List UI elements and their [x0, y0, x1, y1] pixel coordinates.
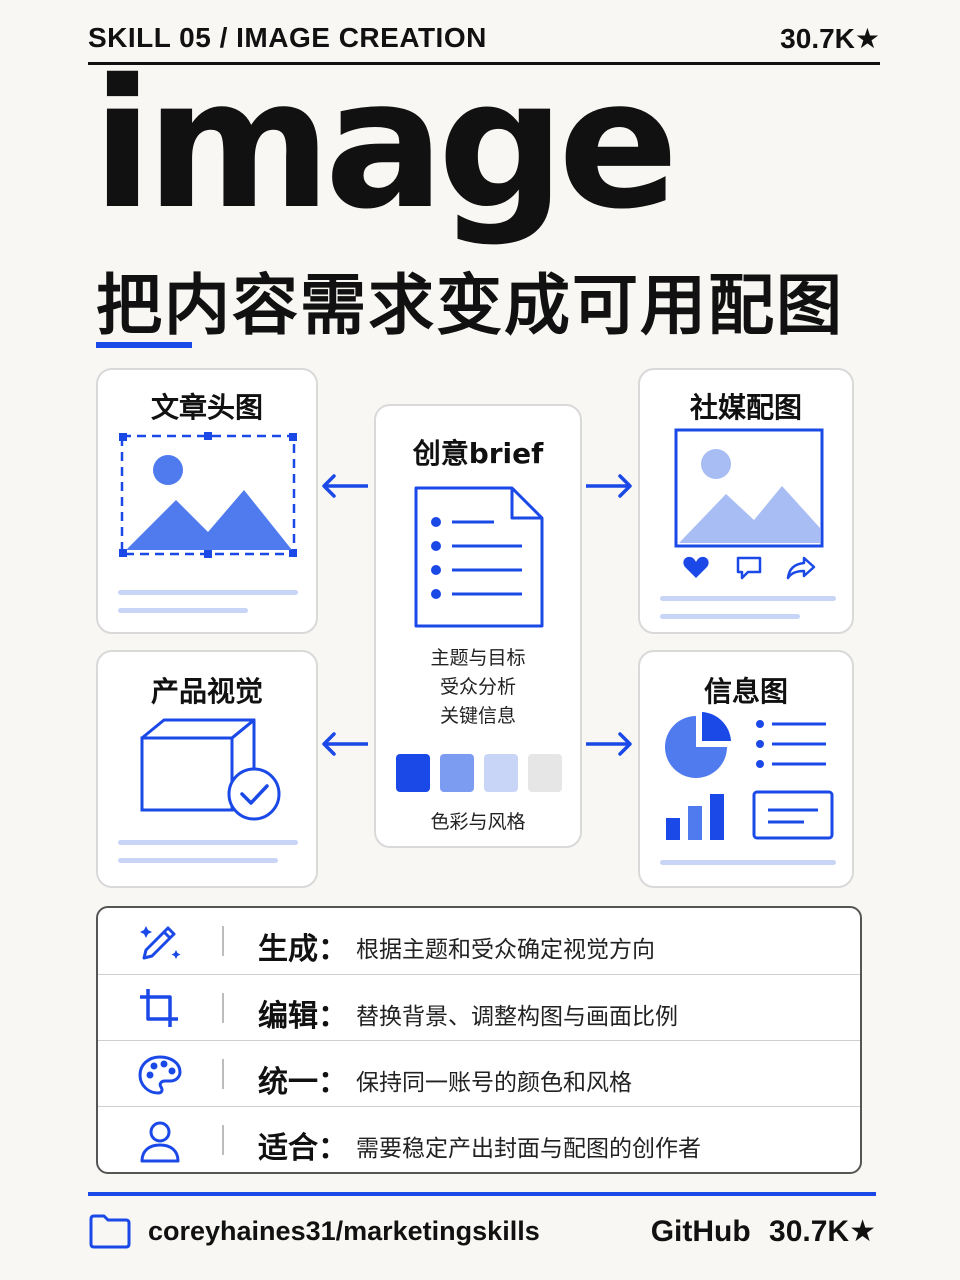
row-label: 适合：: [258, 1131, 348, 1166]
text-placeholder-line: [660, 596, 836, 601]
document-list-icon: [414, 486, 544, 628]
star-count: 30.7K★: [769, 1215, 876, 1248]
heart-icon: [683, 556, 709, 578]
card-article-header: 文章头图: [96, 368, 318, 634]
table-row: 统一： 保持同一账号的颜色和风格: [98, 1040, 860, 1106]
color-swatch: [396, 754, 430, 792]
text-placeholder-line: [118, 858, 278, 863]
infographic-icon: [665, 712, 834, 840]
row-divider: [222, 1125, 224, 1155]
row-text: 需要稳定产出封面与配图的创作者: [356, 1136, 701, 1162]
card-title: 文章头图: [150, 391, 263, 424]
row-label: 统一：: [258, 1065, 348, 1100]
card-social: 社媒配图: [638, 368, 854, 634]
magic-pen-icon: [140, 926, 181, 960]
row-divider: [222, 993, 224, 1023]
color-swatch: [528, 754, 562, 792]
accent-bar: [96, 342, 192, 348]
text-placeholder-line: [660, 860, 836, 865]
platform-name: GitHub: [650, 1215, 751, 1248]
brief-item: 主题与目标: [430, 647, 526, 669]
social-post-icon: [674, 428, 824, 548]
star-count: 30.7K★: [780, 23, 880, 54]
share-icon: [786, 556, 816, 580]
table-row: 适合： 需要稳定产出封面与配图的创作者: [98, 1106, 860, 1172]
repo-link[interactable]: coreyhaines31/marketingskills: [148, 1216, 540, 1246]
brief-item: 关键信息: [439, 705, 516, 727]
footer-divider: [88, 1192, 876, 1196]
card-title: 社媒配图: [689, 391, 802, 424]
color-swatch: [440, 754, 474, 792]
brief-item: 受众分析: [439, 676, 516, 698]
hero-subtitle: 把内容需求变成可用配图: [96, 267, 844, 344]
card-creative-brief: 创意brief 主题与目标 受众分析 关键信息 色彩与风格: [374, 404, 582, 848]
card-infographic: 信息图: [638, 650, 854, 888]
row-text: 保持同一账号的颜色和风格: [356, 1070, 632, 1096]
row-text: 替换背景、调整构图与画面比例: [356, 1004, 678, 1030]
arrow-right-icon: [586, 732, 632, 756]
user-icon: [140, 1121, 180, 1163]
folder-icon: [89, 1214, 131, 1249]
arrow-left-icon: [322, 732, 368, 756]
feature-table: 生成： 根据主题和受众确定视觉方向 编辑： 替换背景、调整构图与画面比例 统一：…: [96, 906, 862, 1174]
row-text: 根据主题和受众确定视觉方向: [356, 937, 655, 963]
text-placeholder-line: [118, 590, 298, 595]
crop-icon: [140, 989, 178, 1027]
card-title: 产品视觉: [150, 675, 263, 708]
arrow-right-icon: [586, 474, 632, 498]
row-divider: [222, 926, 224, 956]
image-selection-icon: [119, 432, 297, 558]
color-swatch: [484, 754, 518, 792]
text-placeholder-line: [660, 614, 800, 619]
row-divider: [222, 1059, 224, 1089]
skill-title: SKILL 05 / IMAGE CREATION: [88, 22, 487, 53]
row-label: 编辑：: [258, 999, 348, 1034]
product-box-check-icon: [140, 718, 281, 821]
card-product: 产品视觉: [96, 650, 318, 888]
text-placeholder-line: [118, 608, 248, 613]
header-divider: [88, 62, 880, 65]
row-label: 生成：: [258, 932, 348, 967]
card-title: 信息图: [703, 675, 788, 708]
hero-title: image: [92, 41, 679, 248]
swatch-label: 色彩与风格: [430, 811, 526, 833]
palette-icon: [138, 1055, 182, 1095]
card-title: 创意brief: [412, 437, 544, 470]
arrow-left-icon: [322, 474, 368, 498]
comment-icon: [736, 556, 762, 580]
table-row: 生成： 根据主题和受众确定视觉方向: [98, 908, 860, 974]
text-placeholder-line: [118, 840, 298, 845]
table-row: 编辑： 替换背景、调整构图与画面比例: [98, 974, 860, 1040]
github-stars: GitHub 30.7K★: [651, 1214, 876, 1249]
